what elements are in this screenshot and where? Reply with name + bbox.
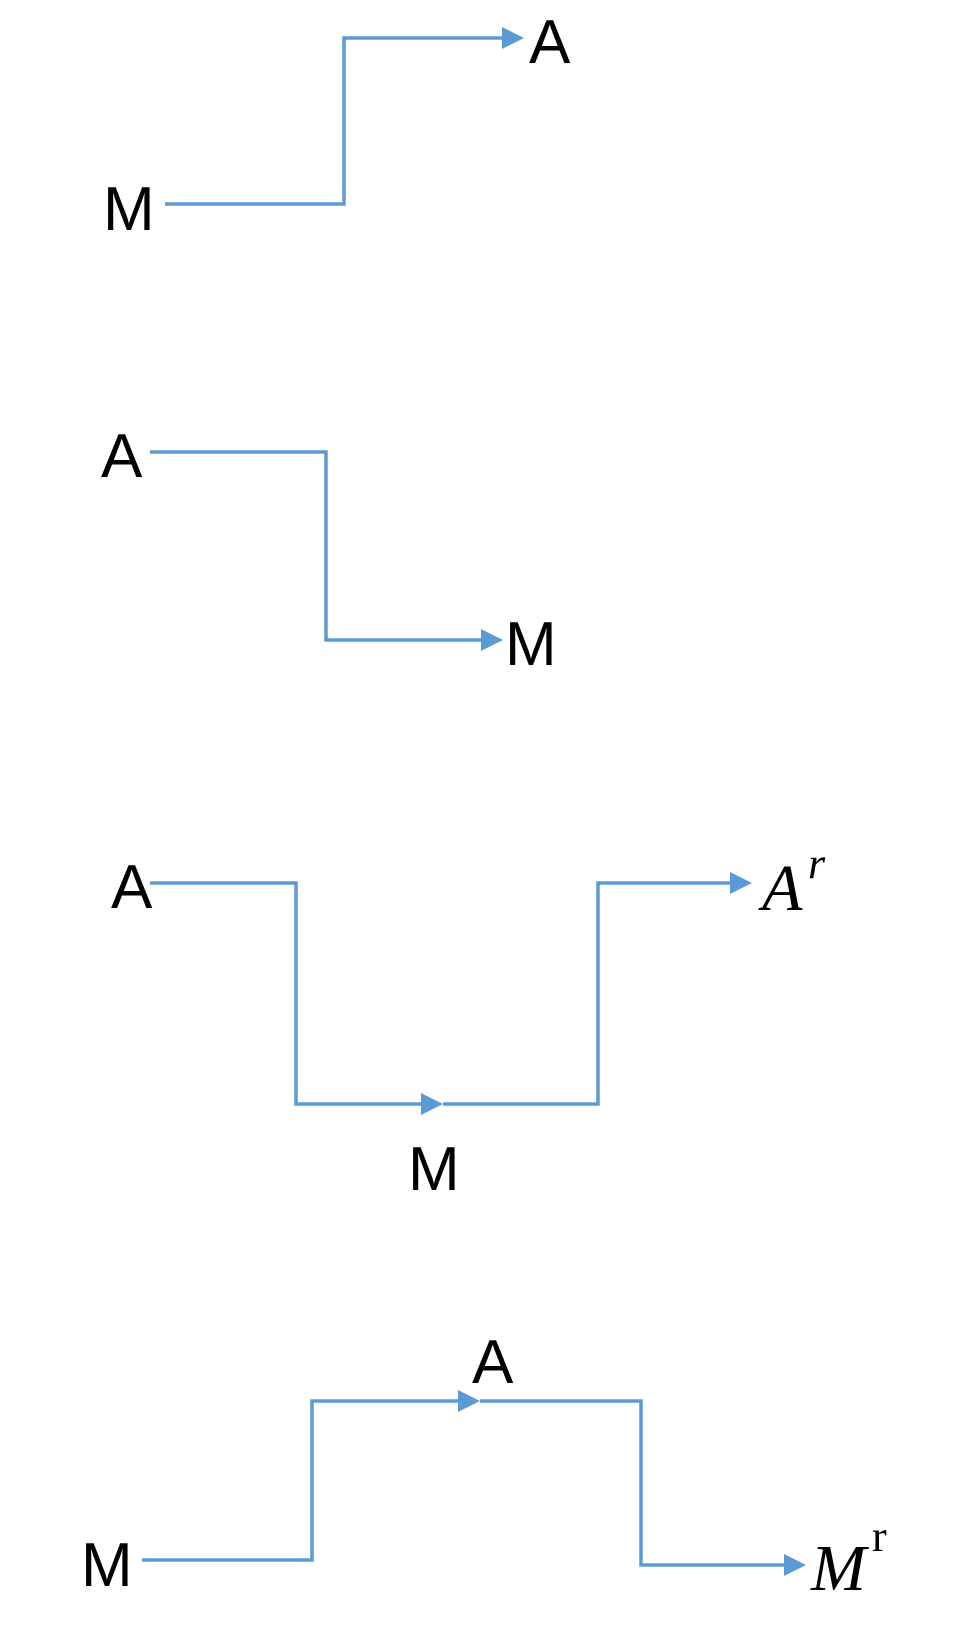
diagram-m-a-mr: M A M r [81,1328,887,1605]
label-a: A [101,422,143,491]
arrowhead-icon [730,872,752,894]
label-m: M [505,610,557,679]
superscript-r: r [808,839,826,888]
label-m: M [81,1531,133,1600]
step-up-arrow-line [165,36,505,206]
step-down-arrow-line [150,881,424,1106]
label-a: A [472,1328,514,1397]
arrowhead-icon [481,629,503,651]
label-m-r: M [810,1532,870,1605]
label-a: A [529,8,571,77]
step-up-arrow-line [142,1399,461,1562]
label-a: A [111,853,153,922]
arrowhead-icon [502,27,524,49]
arrowhead-icon [421,1093,443,1115]
diagram-a-m-ar: A M A r [111,839,826,1204]
label-m: M [408,1135,460,1204]
step-down-arrow-line [480,1399,787,1567]
diagram-a-to-m: A M [101,422,557,679]
label-m: M [103,175,155,244]
step-down-arrow-line [150,450,484,642]
arrowhead-icon [784,1554,806,1576]
superscript-r: r [872,1512,887,1561]
step-up-arrow-line [443,881,733,1106]
arrowhead-icon [458,1390,480,1412]
diagram-m-to-a: M A [103,8,571,244]
label-a-r: A [758,852,803,925]
